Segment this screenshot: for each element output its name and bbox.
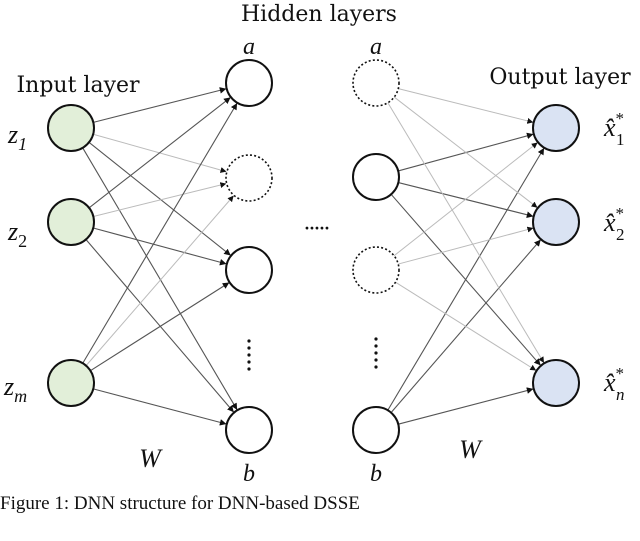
hidden2-bottom-label: b <box>370 461 382 487</box>
input-node-3 <box>47 359 95 407</box>
weight-label-left: W <box>139 444 163 473</box>
edge-hidden2-dropped-3-output1 <box>393 142 538 257</box>
hidden2-top-label: a <box>370 34 382 60</box>
edge-hidden2-4-output3 <box>398 387 534 425</box>
output-node-3 <box>532 359 580 407</box>
network-nodes <box>47 59 580 454</box>
hidden1-node-2-dropped <box>225 154 273 202</box>
weight-label-right: W <box>459 435 483 464</box>
edge-input3-hidden1-1 <box>82 103 238 364</box>
edge-hidden2-dropped-1-output1 <box>398 88 534 124</box>
hidden1-node-1 <box>225 59 273 107</box>
hidden1-vertical-ellipsis <box>247 339 251 371</box>
output-node-1 <box>532 104 580 152</box>
edge-input1-hidden1-1 <box>93 87 227 123</box>
hidden-layers-title: Hidden layers <box>241 2 397 27</box>
edge-input3-hidden1-2 <box>85 195 234 366</box>
edge-input2-hidden1-1 <box>88 97 231 209</box>
output-layer-label: Output layer <box>489 65 631 90</box>
layers-ellipsis: ····· <box>304 217 329 242</box>
edge-input3-hidden1-4 <box>93 388 227 426</box>
hidden1-node-4 <box>225 406 273 454</box>
output-label-x2: x̂*2 <box>603 204 625 244</box>
figure-caption: Figure 1: DNN structure for DNN-based DS… <box>0 493 360 514</box>
input-node-1 <box>47 104 95 152</box>
hidden2-node-1-dropped <box>352 59 400 107</box>
hidden1-bottom-label: b <box>243 461 255 487</box>
edge-input3-hidden1-3 <box>90 282 230 372</box>
input-label-z1: z1 <box>7 120 27 154</box>
input-labels: z1 z2 zm <box>3 120 27 406</box>
edge-input2-hidden1-3 <box>93 227 227 266</box>
edge-hidden2-dropped-3-output3 <box>395 281 537 371</box>
edge-hidden2-dropped-1-output2 <box>393 96 538 208</box>
edge-input1-hidden1-4 <box>82 147 238 410</box>
hidden2-node-4 <box>352 406 400 454</box>
hidden2-node-2 <box>352 153 400 201</box>
output-labels: x̂*1 x̂*2 x̂*n <box>603 109 625 404</box>
edge-input2-hidden1-2 <box>93 182 227 217</box>
output-label-xn: x̂*n <box>603 364 625 404</box>
edge-input1-hidden1-3 <box>88 141 231 256</box>
output-node-2 <box>532 198 580 246</box>
output-label-x1: x̂*1 <box>603 109 625 149</box>
edge-hidden2-dropped-1-output3 <box>387 102 545 363</box>
input-layer-label: Input layer <box>16 73 140 98</box>
input-label-zm: zm <box>3 372 27 406</box>
hidden1-node-3 <box>225 246 273 294</box>
hidden2-node-3-dropped <box>352 246 400 294</box>
connection-edges <box>82 87 545 426</box>
input-label-z2: z2 <box>7 217 27 251</box>
edge-hidden2-dropped-3-output2 <box>398 226 534 265</box>
edge-hidden2-4-output1 <box>387 148 545 411</box>
hidden1-top-label: a <box>243 34 255 60</box>
hidden2-vertical-ellipsis <box>374 337 378 369</box>
input-node-2 <box>47 198 95 246</box>
edge-input2-hidden1-4 <box>85 239 234 413</box>
